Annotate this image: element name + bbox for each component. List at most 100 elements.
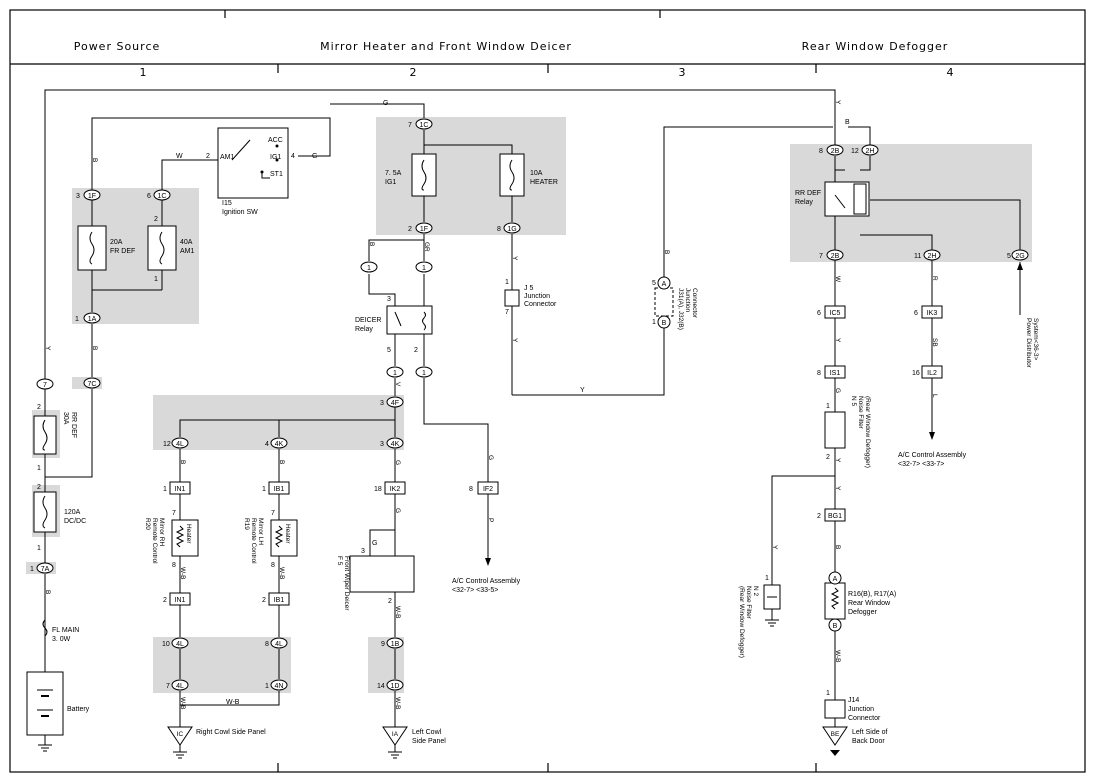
svg-text:B: B	[662, 320, 667, 327]
connector-1-a: 1	[360, 261, 378, 273]
svg-text:2: 2	[37, 404, 41, 411]
svg-text:4F: 4F	[391, 400, 399, 407]
svg-text:Rear Window: Rear Window	[848, 600, 891, 607]
junction-connector-j5: J 5 Junction Connector	[504, 285, 557, 308]
svg-text:W-B: W-B	[179, 697, 186, 710]
svg-text:5: 5	[1007, 253, 1011, 260]
svg-text:Y: Y	[771, 545, 778, 550]
svg-text:3: 3	[387, 296, 391, 303]
svg-text:1C: 1C	[420, 122, 429, 129]
svg-text:3: 3	[361, 548, 365, 555]
svg-text:4L: 4L	[176, 683, 184, 690]
svg-text:Junction: Junction	[684, 288, 691, 313]
fusible-link-fl-main: FL MAIN 3. 0W	[42, 619, 79, 643]
svg-text:BE: BE	[831, 731, 840, 738]
svg-text:2B: 2B	[831, 253, 840, 260]
connector-4k-b: 4K	[386, 437, 404, 449]
svg-text:1: 1	[422, 265, 426, 272]
svg-text:Front Wiper Deicer: Front Wiper Deicer	[343, 556, 350, 611]
svg-text:Y: Y	[834, 486, 841, 491]
svg-text:RR DEF: RR DEF	[795, 190, 821, 197]
svg-text:4K: 4K	[391, 441, 400, 448]
front-wiper-deicer: F 5 Front Wiper Deicer	[336, 555, 415, 611]
svg-text:10A: 10A	[530, 170, 543, 177]
svg-text:GR: GR	[423, 242, 430, 252]
svg-text:B: B	[368, 242, 375, 246]
connector-2h-a: 2H	[861, 144, 879, 156]
svg-text:Relay: Relay	[795, 199, 813, 206]
svg-text:3: 3	[380, 441, 384, 448]
power-distributor-label: Power Distributor	[1025, 318, 1032, 369]
svg-text:J 5: J 5	[524, 285, 533, 292]
svg-text:2: 2	[414, 347, 418, 354]
section-title-mirror-heater: Mirror Heater and Front Window Deicer	[320, 40, 572, 53]
ac-control-ref-2: <32-7> <33-7>	[898, 461, 944, 468]
svg-text:1: 1	[652, 319, 656, 326]
svg-text:8: 8	[265, 641, 269, 648]
svg-text:Battery: Battery	[67, 706, 90, 713]
svg-text:1: 1	[37, 465, 41, 472]
svg-text:6: 6	[914, 310, 918, 317]
svg-text:8: 8	[172, 562, 176, 569]
svg-text:(Rear Window Defogger): (Rear Window Defogger)	[864, 396, 871, 468]
svg-text:B: B	[833, 623, 838, 630]
svg-text:1A: 1A	[88, 316, 97, 323]
svg-text:1: 1	[393, 370, 397, 377]
connector-7a: 7A	[36, 562, 54, 574]
svg-text:G: G	[312, 153, 317, 160]
connector-4k-a: 4K	[270, 437, 288, 449]
svg-text:Remote Control: Remote Control	[151, 518, 158, 564]
power-distributor-ref: System<36-3>	[1032, 318, 1039, 360]
svg-text:W: W	[834, 276, 841, 283]
svg-text:IC5: IC5	[830, 310, 841, 317]
svg-text:W-B: W-B	[179, 567, 186, 580]
svg-text:Connector: Connector	[691, 288, 698, 319]
svg-text:R20: R20	[144, 518, 151, 530]
svg-text:2G: 2G	[1015, 253, 1024, 260]
svg-text:AM1: AM1	[220, 154, 235, 161]
junction-connector-j14: J14 Junction Connector	[824, 697, 881, 722]
svg-text:2: 2	[206, 153, 210, 160]
svg-text:16: 16	[912, 370, 920, 377]
svg-text:R16(B), R17(A): R16(B), R17(A)	[848, 591, 896, 598]
connector-if2: IF2	[477, 481, 499, 495]
svg-text:N 5: N 5	[850, 396, 857, 407]
svg-text:Mirror RH: Mirror RH	[158, 518, 165, 546]
svg-text:120A: 120A	[64, 509, 81, 516]
svg-text:Y: Y	[511, 338, 518, 343]
svg-text:4N: 4N	[275, 683, 284, 690]
svg-text:HEATER: HEATER	[530, 179, 558, 186]
svg-text:IS1: IS1	[830, 370, 841, 377]
svg-text:IB1: IB1	[274, 486, 285, 493]
svg-text:7A: 7A	[41, 566, 50, 573]
pin-numbers: 3 6 2 1 1 2 1 2 1 1 7 2 8 3 5 2 2 4 5 1 …	[30, 122, 1011, 697]
svg-text:12: 12	[851, 148, 859, 155]
svg-text:FR DEF: FR DEF	[110, 248, 135, 255]
connector-4f: 4F	[386, 396, 404, 408]
svg-text:2: 2	[37, 484, 41, 491]
svg-text:2B: 2B	[831, 148, 840, 155]
svg-text:1: 1	[422, 370, 426, 377]
svg-text:2: 2	[817, 513, 821, 520]
fuse-heater: 10A HEATER	[499, 153, 558, 197]
connector-4l-a: 4L	[171, 437, 189, 449]
svg-text:Y: Y	[580, 387, 585, 394]
svg-text:2H: 2H	[866, 148, 875, 155]
svg-text:4L: 4L	[176, 641, 184, 648]
svg-text:IF2: IF2	[483, 486, 493, 493]
svg-text:1B: 1B	[391, 641, 400, 648]
svg-text:W-B: W-B	[394, 697, 401, 710]
connector-1-d: 1	[415, 366, 433, 378]
svg-text:5: 5	[652, 280, 656, 287]
svg-text:Heater: Heater	[185, 524, 192, 544]
connector-2g: 2G	[1011, 249, 1029, 261]
connector-is1: IS1	[824, 365, 846, 379]
svg-text:ACC: ACC	[268, 137, 283, 144]
svg-text:4L: 4L	[275, 641, 283, 648]
wire-paths	[44, 89, 1021, 745]
svg-text:Noise Filter: Noise Filter	[745, 586, 752, 620]
svg-text:B: B	[91, 346, 98, 350]
svg-text:1F: 1F	[88, 193, 96, 200]
svg-text:P: P	[487, 518, 494, 522]
